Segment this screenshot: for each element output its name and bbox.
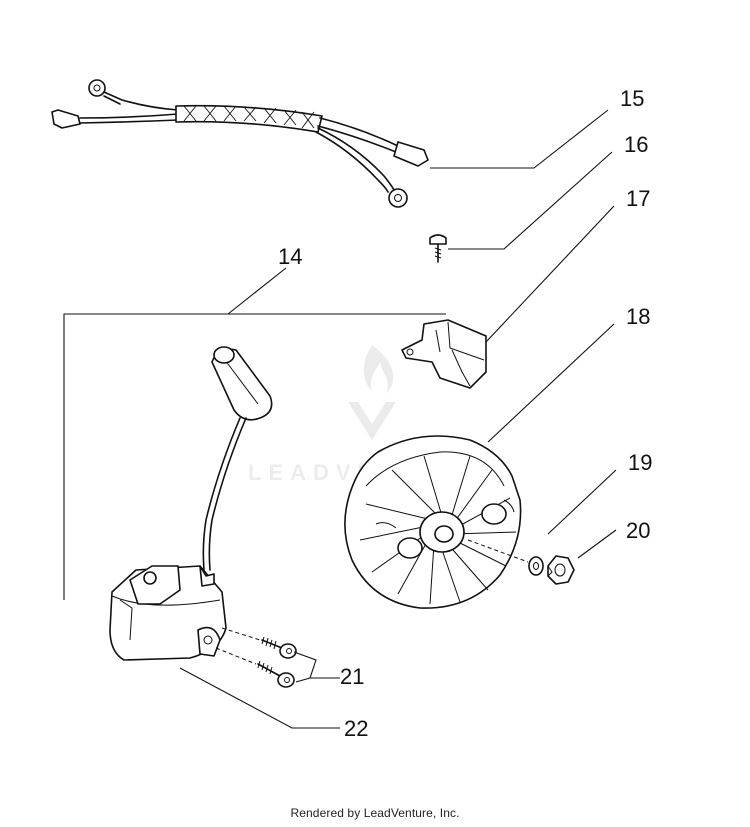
callout-15: 15 <box>620 86 644 111</box>
screw <box>429 234 447 263</box>
callout-21: 21 <box>340 664 364 689</box>
footer-credit: Rendered by LeadVenture, Inc. <box>290 806 460 820</box>
flame-v-icon <box>348 345 396 440</box>
ignition-coil <box>109 346 273 661</box>
nut <box>547 555 575 585</box>
leader-lines <box>63 109 617 729</box>
callout-22: 22 <box>344 716 368 741</box>
sleeve-braid <box>183 105 315 129</box>
callout-17: 17 <box>626 186 650 211</box>
washer <box>467 539 544 576</box>
callout-19: 19 <box>628 450 652 475</box>
callout-16: 16 <box>624 132 648 157</box>
wire-harness <box>51 79 429 208</box>
callout-20: 20 <box>626 518 650 543</box>
callout-14: 14 <box>278 244 302 269</box>
watermark <box>348 345 396 440</box>
flywheel <box>344 435 522 609</box>
coil-bolts <box>215 627 297 688</box>
callout-18: 18 <box>626 304 650 329</box>
switch-module <box>401 319 487 389</box>
callout-labels: 14 15 16 17 18 19 20 21 22 <box>278 86 652 741</box>
